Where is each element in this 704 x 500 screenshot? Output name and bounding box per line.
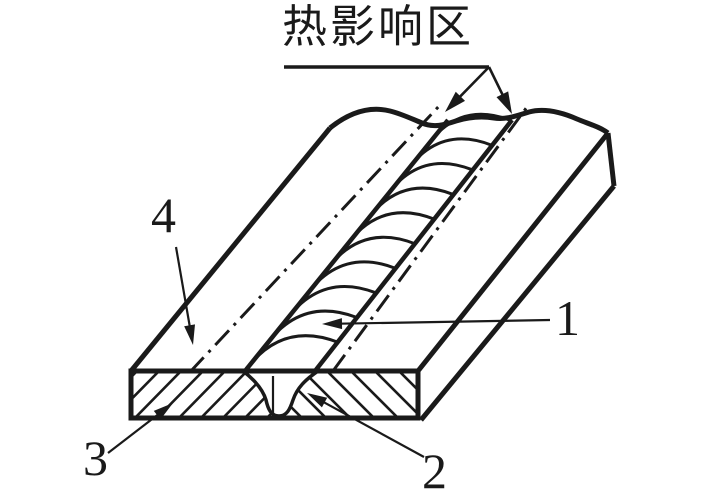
callout-3-base-metal-section: 3 [83,430,108,486]
back-right-edge [605,132,617,187]
back-wavy-edge [328,106,610,136]
top-left-edge [129,126,332,373]
callout-2-weld-nugget: 2 [422,443,447,499]
leader-arrows [107,65,551,458]
top-right-edge [416,131,610,373]
haz-label: 热影响区 [282,2,475,52]
plate-outline [128,106,617,422]
weld-bead [243,118,514,373]
callout-1-weld-bead: 1 [555,290,580,346]
front-face [128,368,421,421]
haz-boundary-right [331,106,529,372]
haz-boundary-lines [188,102,529,374]
bottom-right-edge [419,184,616,422]
callout-4-plate-surface: 4 [151,187,176,243]
haz-boundary-left [188,102,443,374]
weld-ripples [243,112,512,372]
